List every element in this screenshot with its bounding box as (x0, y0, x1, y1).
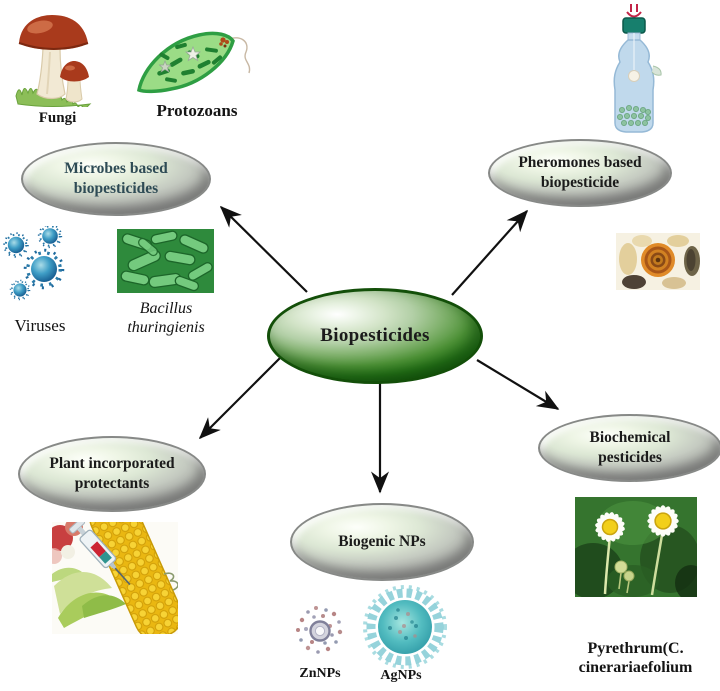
node-microbes-label: Microbes based biopesticides (64, 160, 168, 197)
pyrethrum-caption: Pyrethrum(C. cinerariaefolium (578, 640, 693, 676)
node-biogenic-label: Biogenic NPs (338, 533, 426, 551)
node-plant-label: Plant incorporated protectants (49, 455, 175, 492)
node-plant-incorporated-protectants: Plant incorporated protectants (18, 436, 206, 512)
daisy-flowers-icon (575, 497, 697, 597)
fungi-caption: Fungi (38, 110, 77, 126)
protozoans-caption: Protozoans (156, 101, 238, 120)
viruses-caption: Viruses (14, 316, 66, 335)
node-microbes-based-biopesticides: Microbes based biopesticides (21, 142, 211, 216)
bottle-trap-icon (613, 4, 662, 133)
corn-syringe-icon (52, 522, 178, 634)
arrow-to-plant (198, 357, 281, 440)
center-node-label: Biopesticides (320, 324, 430, 346)
node-biochemical-label: Biochemical pesticides (589, 429, 671, 466)
node-pheromones-based-biopesticide: Pheromones based biopesticide (488, 139, 672, 207)
mushroom-icon (15, 15, 92, 107)
agnp-nanoparticle-icon (363, 585, 447, 669)
node-biogenic-nps: Biogenic NPs (290, 503, 474, 581)
virus-particles-icon (3, 226, 65, 301)
arrow-to-microbes (219, 205, 308, 293)
protozoan-cell-icon (137, 31, 251, 94)
center-node-biopesticides: Biopesticides (267, 288, 483, 384)
moth-icon (616, 233, 700, 290)
agnps-caption: AgNPs (380, 668, 422, 683)
znnps-caption: ZnNPs (299, 666, 341, 681)
arrow-to-pheromones (451, 209, 529, 296)
node-biochemical-pesticides: Biochemical pesticides (538, 414, 720, 482)
node-pheromones-label: Pheromones based biopesticide (518, 154, 642, 191)
arrow-to-biochemical (476, 359, 560, 410)
znnp-nanoparticle-icon (296, 606, 343, 654)
bacillus-caption: Bacillus thuringienis (127, 300, 205, 336)
bacteria-micrograph-icon (117, 229, 214, 293)
